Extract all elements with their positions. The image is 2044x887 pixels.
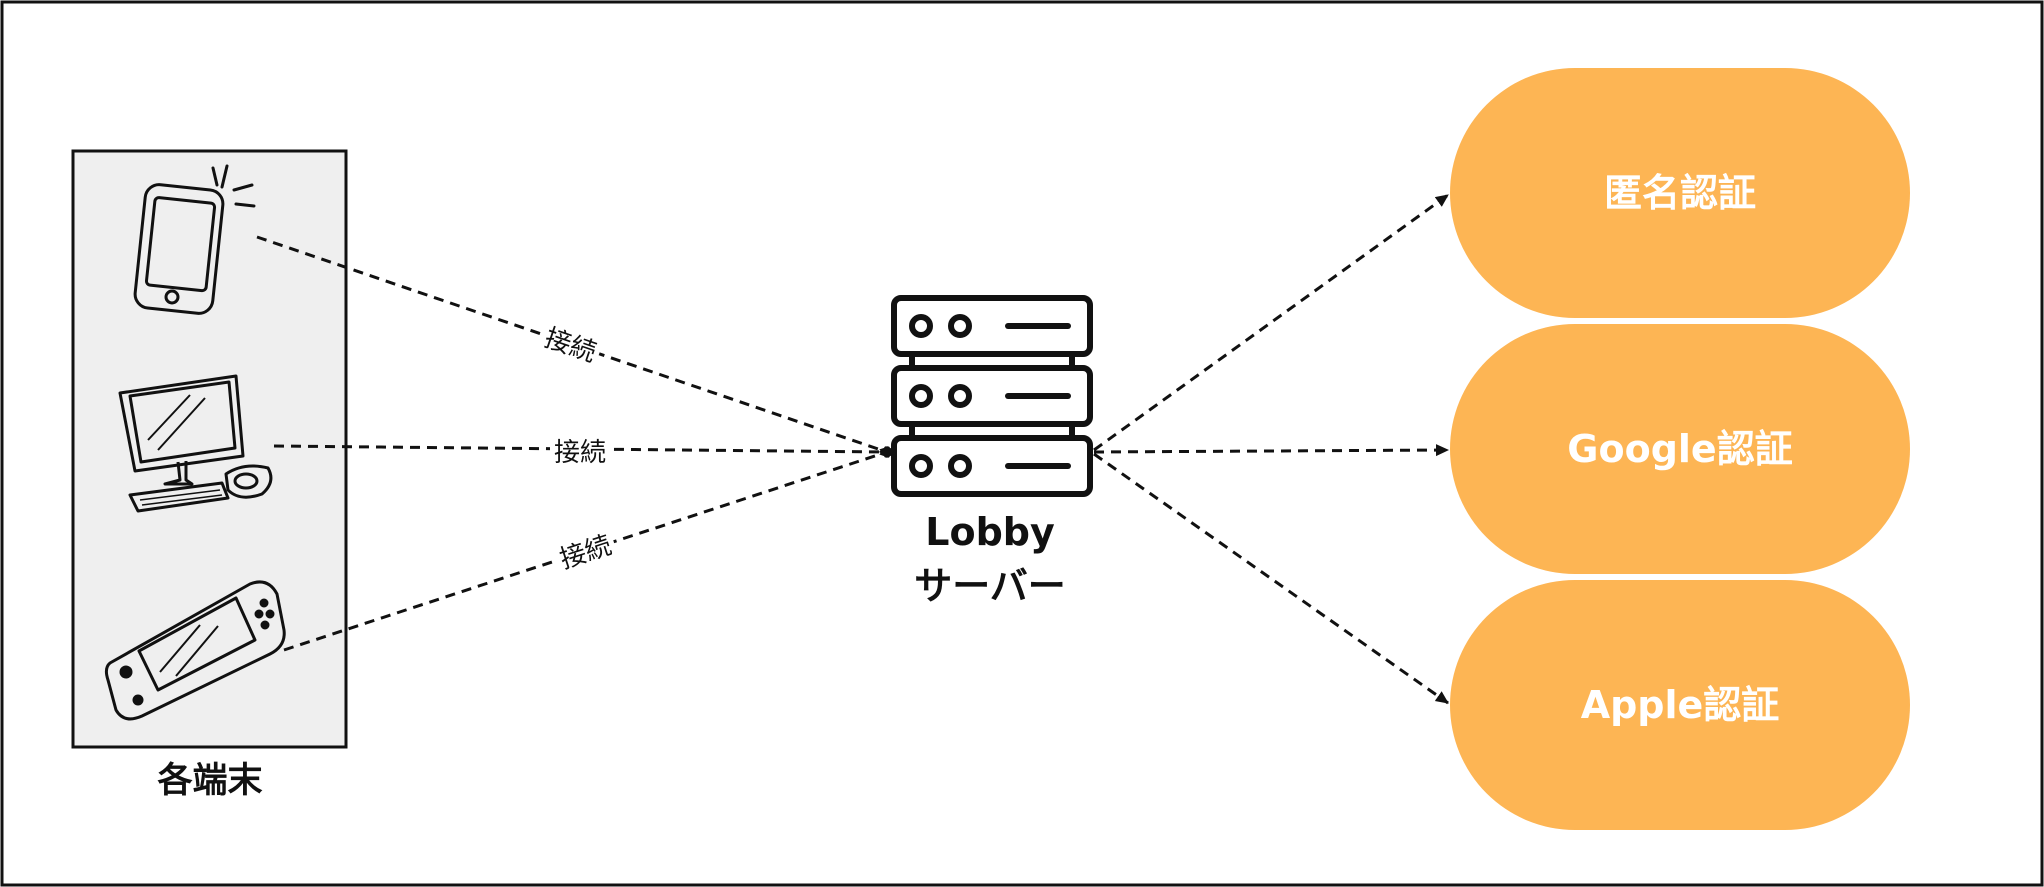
auth-pill-apple (1450, 580, 1910, 830)
game-console-icon (104, 580, 286, 721)
server-rack-icon (891, 295, 1093, 497)
arrow-to-anonymous-auth (1093, 193, 1449, 452)
connection-line-console (283, 446, 895, 652)
auth-pill-anonymous (1450, 68, 1910, 318)
server-label: Lobby サーバー (850, 505, 1130, 613)
arrow-to-apple-auth (1093, 452, 1449, 705)
auth-pill-google (1450, 324, 1910, 574)
device-group-label: 各端末 (157, 761, 263, 801)
desktop-computer-icon (118, 374, 273, 513)
auth-label-apple: Apple認証 (1580, 683, 1780, 727)
smartphone-icon (133, 164, 256, 315)
arrow-to-google-auth (1093, 444, 1449, 457)
auth-label-google: Google認証 (1567, 427, 1793, 471)
connection-label-desktop: 接続 (550, 432, 611, 469)
device-panel (71, 149, 348, 749)
server-label-line2: サーバー (914, 564, 1066, 608)
server-label-line1: Lobby (925, 510, 1055, 554)
auth-label-anonymous: 匿名認証 (1603, 171, 1756, 215)
